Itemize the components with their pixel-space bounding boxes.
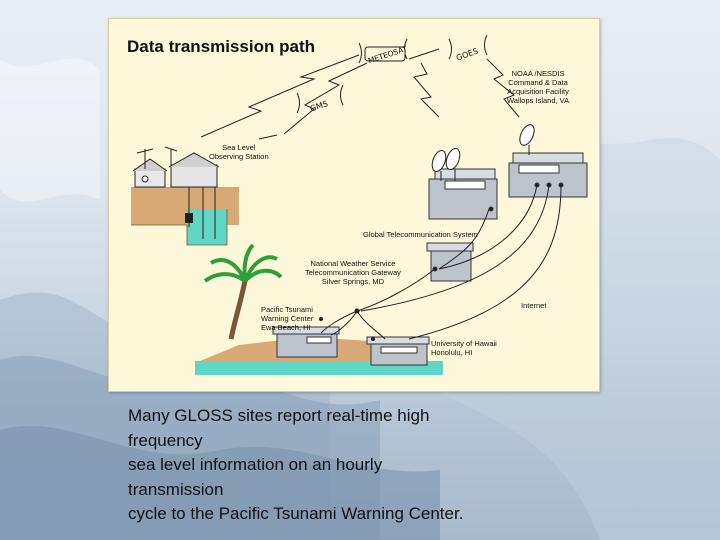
- junction-dots: [319, 308, 375, 341]
- noaa-facility-icon: [428, 152, 588, 220]
- uh-building-icon: [366, 336, 430, 366]
- ptwc-label: Pacific Tsunami Warning Center Ewa Beach…: [261, 305, 314, 332]
- gts-label: Global Telecommunication System: [363, 230, 478, 239]
- caption-line: frequency: [128, 430, 203, 450]
- nws-gateway-label: National Weather Service Telecommunicati…: [305, 259, 401, 286]
- communication-lines: [320, 184, 562, 340]
- satellite-gms-icon: [296, 84, 344, 114]
- internet-label: Internet: [521, 301, 547, 310]
- noaa-facility-label: NOAA /NESDIS Command & Data Acquisition …: [507, 69, 570, 105]
- sea-level-station-label: Sea Level Observing Station: [209, 143, 269, 161]
- satellite-meteosat-icon: [358, 38, 408, 64]
- uplink-signal-lines: [200, 48, 520, 140]
- satellite-goes-icon: [448, 34, 488, 60]
- transmission-diagram: METEOSAT GOES GMS: [131, 34, 588, 375]
- diagram-panel: Data transmission path METEOSAT GOES GMS: [108, 18, 600, 392]
- uh-label: University of Hawaii Honolulu, HI: [431, 339, 497, 357]
- slide-caption: Many GLOSS sites report real-time high f…: [128, 404, 598, 527]
- caption-line: transmission: [128, 479, 224, 499]
- diagram-title: Data transmission path: [127, 37, 315, 56]
- caption-line: sea level information on an hourly: [128, 455, 383, 474]
- caption-line: Many GLOSS sites report real-time high: [128, 406, 430, 425]
- sea-level-station-icon: [131, 146, 239, 246]
- satellite-dish-icon: [431, 124, 535, 181]
- goes-label: GOES: [455, 46, 479, 62]
- caption-line: cycle to the Pacific Tsunami Warning Cen…: [128, 504, 464, 523]
